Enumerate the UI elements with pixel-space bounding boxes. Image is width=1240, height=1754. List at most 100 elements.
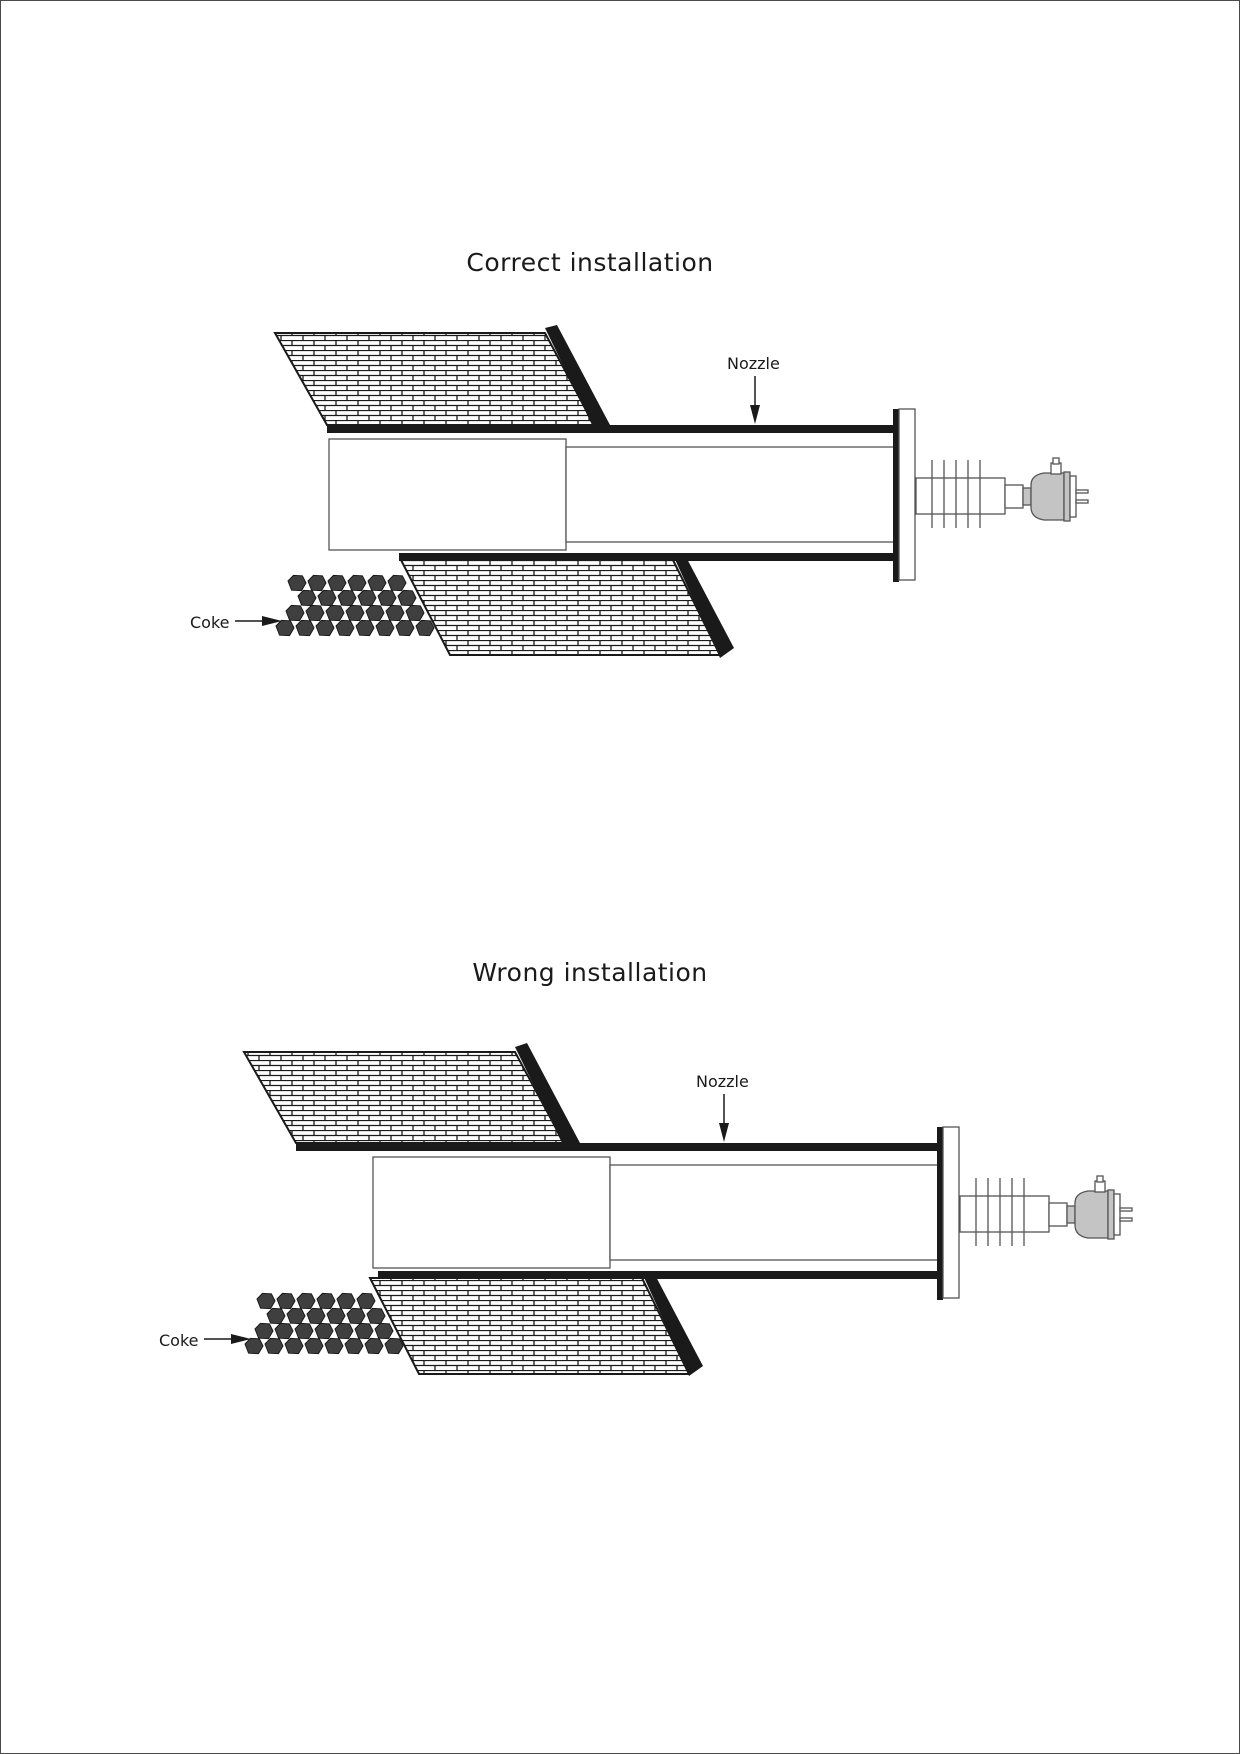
coke-lump <box>365 604 385 622</box>
sensor-cap <box>1063 471 1071 522</box>
coke-lump <box>285 604 305 622</box>
coke-lump <box>387 574 407 592</box>
coke-arrow-head <box>262 616 282 626</box>
coke-lump <box>276 1292 296 1310</box>
coke-lump <box>405 604 425 622</box>
coke-lump <box>294 1322 314 1340</box>
nozzle-label: Nozzle <box>696 1072 749 1091</box>
coke-lump <box>295 619 315 637</box>
coke-lump <box>334 1322 354 1340</box>
coke-lump <box>296 1292 316 1310</box>
coke-lump <box>325 604 345 622</box>
title-wrong-installation: Wrong installation <box>472 958 708 987</box>
coke-lump <box>366 1307 386 1325</box>
title-correct-installation: Correct installation <box>466 248 714 277</box>
coke-lump <box>287 574 307 592</box>
upper-furnace-wall <box>273 332 596 426</box>
nozzle-top-wall <box>296 1143 941 1151</box>
nozzle-label: Nozzle <box>727 354 780 373</box>
coke-lump <box>347 574 367 592</box>
sensor-tube <box>609 1164 942 1261</box>
coke-lump <box>337 589 357 607</box>
coke-lump <box>304 1337 324 1355</box>
coke-lump <box>306 1307 326 1325</box>
flange-plate <box>942 1126 960 1299</box>
flange-black <box>893 409 899 582</box>
coke-arrow-head <box>231 1334 251 1344</box>
coke-lump <box>284 1337 304 1355</box>
coke-label: Coke <box>159 1331 199 1350</box>
coke-lump <box>266 1307 286 1325</box>
coke-lump <box>256 1292 276 1310</box>
coke-lump <box>314 1322 334 1340</box>
coke-lump <box>316 1292 336 1310</box>
sensor-terminals <box>1069 475 1089 518</box>
nozzle-arrow-head <box>719 1123 729 1142</box>
wrong-installation-diagram: Nozzle Coke <box>159 1043 1133 1376</box>
nozzle-bottom-wall <box>399 553 897 561</box>
coke-lump <box>367 574 387 592</box>
coke-lump <box>324 1337 344 1355</box>
coke-lump <box>297 589 317 607</box>
coke-lump <box>307 574 327 592</box>
upper-wall-lining <box>545 325 610 429</box>
lower-furnace-wall <box>399 559 722 656</box>
connector-collar <box>1066 1205 1076 1224</box>
coke-lump <box>364 1337 384 1355</box>
coke-lump <box>415 619 435 637</box>
sensor-head-icon <box>1074 1190 1109 1239</box>
coke-lump <box>355 619 375 637</box>
coke-lump <box>377 589 397 607</box>
nozzle-top-wall <box>327 425 897 433</box>
sensor-head-icon <box>1030 472 1065 521</box>
coke-lump <box>346 1307 366 1325</box>
coke-lump <box>315 619 335 637</box>
heat-sink-body <box>959 1195 1050 1233</box>
coke-pile <box>244 1292 404 1355</box>
heat-sink-fins <box>931 460 981 528</box>
coke-lump <box>344 1337 364 1355</box>
heat-sink-body <box>915 477 1006 515</box>
coke-lump <box>317 589 337 607</box>
sensor-tube <box>565 446 898 543</box>
sensor-nut-top <box>1096 1175 1104 1183</box>
coke-lump <box>335 619 355 637</box>
coke-lump <box>275 619 295 637</box>
connector-neck <box>1004 484 1024 509</box>
lower-furnace-wall <box>368 1277 691 1375</box>
coke-lump <box>395 619 415 637</box>
coke-label: Coke <box>190 613 230 632</box>
refractory-plug <box>372 1156 611 1269</box>
sensor-terminals <box>1113 1193 1133 1236</box>
coke-lump <box>354 1322 374 1340</box>
nozzle-arrow-head <box>750 405 760 424</box>
heat-sink-fins <box>975 1178 1025 1246</box>
correct-installation-diagram: Nozzle Coke <box>190 325 1089 658</box>
coke-lump <box>356 1292 376 1310</box>
coke-lump <box>397 589 417 607</box>
sensor-cap <box>1107 1189 1115 1240</box>
coke-lump <box>357 589 377 607</box>
coke-lump <box>286 1307 306 1325</box>
lower-wall-lining <box>642 1273 703 1376</box>
coke-lump <box>274 1322 294 1340</box>
coke-lump <box>326 1307 346 1325</box>
upper-wall-lining <box>515 1043 580 1147</box>
flange-black <box>937 1127 943 1300</box>
sensor-nut <box>1094 1180 1106 1193</box>
coke-lump <box>264 1337 284 1355</box>
coke-lump <box>384 1337 404 1355</box>
coke-pile <box>275 574 435 637</box>
coke-lump <box>375 619 395 637</box>
flange-plate <box>898 408 916 581</box>
connector-collar <box>1022 487 1032 506</box>
coke-lump <box>345 604 365 622</box>
coke-lump <box>374 1322 394 1340</box>
coke-lump <box>254 1322 274 1340</box>
coke-lump <box>385 604 405 622</box>
upper-furnace-wall <box>242 1051 566 1144</box>
sensor-nut-top <box>1052 457 1060 465</box>
refractory-plug <box>328 438 567 551</box>
connector-neck <box>1048 1202 1068 1227</box>
